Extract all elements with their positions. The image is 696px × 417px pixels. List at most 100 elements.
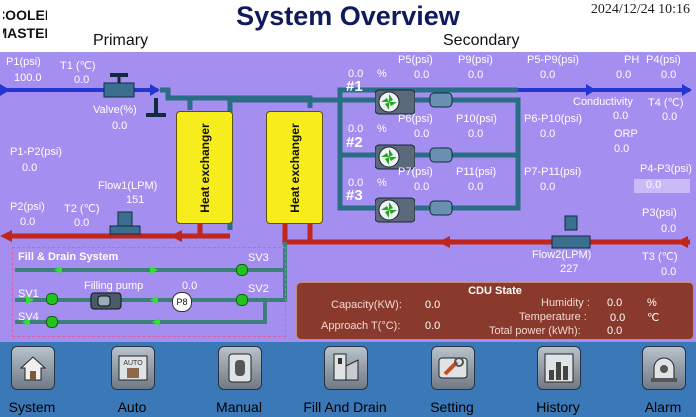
nav-system[interactable]: System [0,342,90,417]
alarm-icon [642,346,686,390]
bottom-nav: System AUTO Auto Manual Fill And Drain S… [0,342,696,417]
p7p11-value: 0.0 [540,181,556,193]
flow1-label: Flow1(LPM) [98,180,158,192]
valve-label: Valve(%) [93,104,137,116]
pump-2-unit: % [377,123,387,135]
primary-label: Primary [93,32,149,49]
filling-pump[interactable] [90,292,122,310]
t3-value: 0.0 [661,266,677,278]
t4-label: T4 (℃) [648,97,684,109]
temperature-value: 0.0 [610,312,626,324]
pump-2-fan-icon [381,149,397,165]
p6-label: P6(psi) [398,113,433,125]
nav-fill-and-drain-label: Fill And Drain [303,399,387,415]
pump-1-fan-icon [381,94,397,110]
p11-value: 0.0 [468,181,484,193]
p10-label: P10(psi) [456,113,497,125]
fill-arrow-6 [152,318,160,326]
flow-meter-1 [117,211,133,227]
heat-exchanger-2-label: Heat exchanger [287,122,302,213]
humidity-unit: % [647,297,657,309]
t1-value: 0.0 [74,74,90,86]
p4p3-value-box: 0.0 [634,179,690,193]
cdu-state-panel: CDU State Capacity(KW): 0.0 Approach T(°… [296,282,694,340]
p9-value: 0.0 [468,69,484,81]
primary-supply-arrow [150,84,160,96]
nav-system-label: System [8,399,56,415]
pump-2-id: #2 [346,134,363,151]
p3-value: 0.0 [661,223,677,235]
humidity-value: 0.0 [607,297,623,309]
nav-history[interactable]: History [500,342,616,417]
p7-label: P7(psi) [398,166,433,178]
nav-auto-label: Auto [117,399,147,415]
p6-value: 0.0 [414,128,430,140]
pump-3-fan-icon [381,202,397,218]
pump-3-id: #3 [346,187,363,204]
nav-auto[interactable]: AUTO Auto [74,342,190,417]
p4p3-value: 0.0 [646,179,662,191]
history-icon [537,346,581,390]
pump-3-unit: % [377,177,387,189]
settings-icon [431,346,475,390]
svg-text:COOLER: COOLER [3,7,47,23]
control-valve [103,82,135,98]
pump-1[interactable] [375,88,415,116]
total-power-label: Total power (kWh): [489,325,581,337]
nav-manual[interactable]: Manual [181,342,297,417]
heat-exchanger-1[interactable]: Heat exchanger [176,111,233,224]
nav-setting[interactable]: Setting [394,342,510,417]
valve-value: 0.0 [112,120,128,132]
sv2-label: SV2 [248,283,269,295]
filter-2 [429,147,453,163]
filling-pump-value: 0.0 [182,280,198,292]
sv2-valve[interactable] [236,294,248,306]
flow2-label: Flow2(LPM) [532,249,592,261]
p1-label: P1(psi) [6,56,41,68]
p1-value: 100.0 [14,72,42,84]
ph-value: 0.0 [616,69,632,81]
pump-1-speed: 0.0 [348,68,364,80]
filter-1 [429,92,453,108]
orp-label: ORP [614,128,638,140]
p5-value: 0.0 [414,69,430,81]
sv4-label: SV4 [18,311,39,323]
sv3-valve[interactable] [236,264,248,276]
fill-drain-icon [324,346,368,390]
sv1-valve[interactable] [46,293,58,305]
primary-inlet-arrow [0,84,10,96]
fill-drain-system [12,247,286,337]
p4p3-label: P4-P3(psi) [640,163,692,175]
p4-label: P4(psi) [646,54,681,66]
primary-return-arrow-2 [170,230,182,242]
secondary-inlet-arrow [676,236,688,248]
temperature-label: Temperature : [519,311,587,323]
conductivity-value: 0.0 [613,110,629,122]
primary-return-arrow [0,230,12,242]
p6p10-value: 0.0 [540,128,556,140]
t3-label: T3 (℃) [642,251,678,263]
nav-setting-label: Setting [430,399,474,415]
ph-label: PH [624,54,640,66]
nav-alarm[interactable]: Alarm [605,342,696,417]
fill-arrow-2 [54,266,62,274]
sv4-valve[interactable] [46,316,58,328]
pump-3[interactable] [375,196,415,224]
p10-value: 0.0 [468,128,484,140]
flow-meter-2 [564,215,578,231]
flow2-value: 227 [560,263,579,275]
approach-value: 0.0 [425,320,441,332]
nav-fill-and-drain[interactable]: Fill And Drain [287,342,403,417]
heat-exchanger-2[interactable]: Heat exchanger [266,111,323,224]
p11-label: P11(psi) [456,166,497,178]
t2-label: T2 (℃) [64,203,100,215]
secondary-supply-arrow [586,84,596,96]
home-icon [11,346,55,390]
page-title: System Overview [236,1,460,31]
temperature-unit: ℃ [647,312,660,324]
p9-label: P9(psi) [458,54,493,66]
pump-2[interactable] [375,143,415,171]
total-power-value: 0.0 [607,325,623,337]
nav-alarm-label: Alarm [644,399,682,415]
flow1-value: 151 [126,194,145,206]
